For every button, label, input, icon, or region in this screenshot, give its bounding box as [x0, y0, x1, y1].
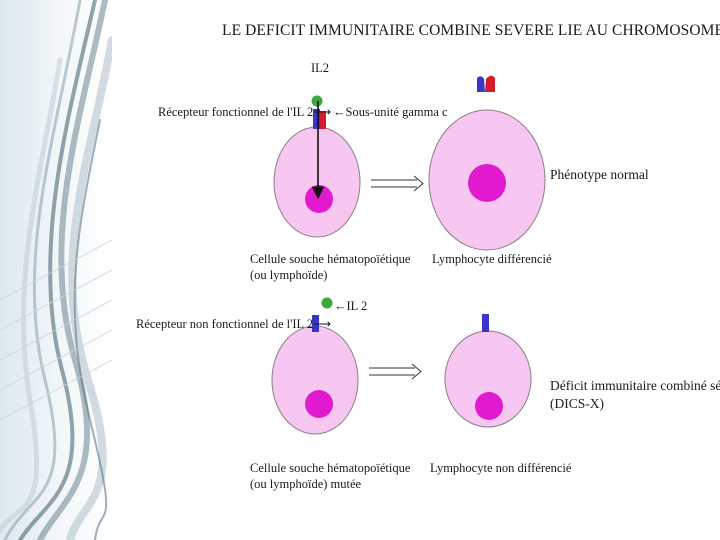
bottom-stem-cell	[271, 325, 359, 435]
top-stem-cell-label-line2: (ou lymphoïde)	[250, 268, 328, 282]
bottom-receptor-label: Récepteur non fonctionnel de l'IL 2⟶	[136, 317, 331, 331]
top-lymphocyte-label: Lymphocyte différencié	[432, 252, 552, 266]
top-transition-arrow	[371, 175, 424, 192]
top-lymphocyte-nucleus	[468, 164, 506, 202]
deficit-label-line1: Déficit immunitaire combiné sévère	[550, 378, 720, 393]
bottom-stem-cell-label-line1: Cellule souche hématopoïétique	[250, 461, 411, 475]
gamma-subunit-label: ←Sous-unité gamma c	[333, 105, 448, 119]
bottom-stem-cell-label: Cellule souche hématopoïétique (ou lymph…	[250, 460, 410, 492]
deficit-label: Déficit immunitaire combiné sévère (DICS…	[550, 377, 720, 413]
top-receptor	[311, 95, 326, 129]
top-il2-label: IL2	[311, 61, 330, 75]
top-stem-cell-label: Cellule souche hématopoïétique (ou lymph…	[250, 251, 410, 283]
deficit-label-line2: (DICS-X)	[550, 396, 604, 411]
top-stem-cell-nucleus	[305, 185, 333, 213]
bottom-receptor	[312, 297, 333, 332]
bottom-stem-cell-label-line2: (ou lymphoïde) mutée	[250, 477, 362, 491]
decorative-sidebar	[0, 0, 112, 540]
bottom-lymphocyte	[444, 314, 532, 428]
bottom-lymphocyte-receptor	[482, 314, 489, 332]
top-receptor-label: Récepteur fonctionnel de l'IL 2⟶	[158, 105, 332, 119]
bottom-il2-label: ←IL 2	[334, 299, 368, 313]
phenotype-label: Phénotype normal	[550, 167, 649, 182]
top-il2-molecule	[311, 95, 323, 107]
top-lymphocyte-receptor	[477, 76, 485, 92]
top-stem-cell-label-line1: Cellule souche hématopoïétique	[250, 252, 411, 266]
top-lymphocyte	[428, 75, 546, 251]
page-title: LE DEFICIT IMMUNITAIRE COMBINE SEVERE LI…	[222, 22, 720, 39]
bottom-lymphocyte-nucleus	[475, 392, 503, 420]
bottom-lymphocyte-label: Lymphocyte non différencié	[430, 461, 572, 475]
bottom-stem-cell-nucleus	[305, 390, 333, 418]
bottom-il2-molecule	[321, 297, 333, 309]
bottom-transition-arrow	[369, 363, 422, 380]
top-stem-cell	[273, 126, 361, 238]
